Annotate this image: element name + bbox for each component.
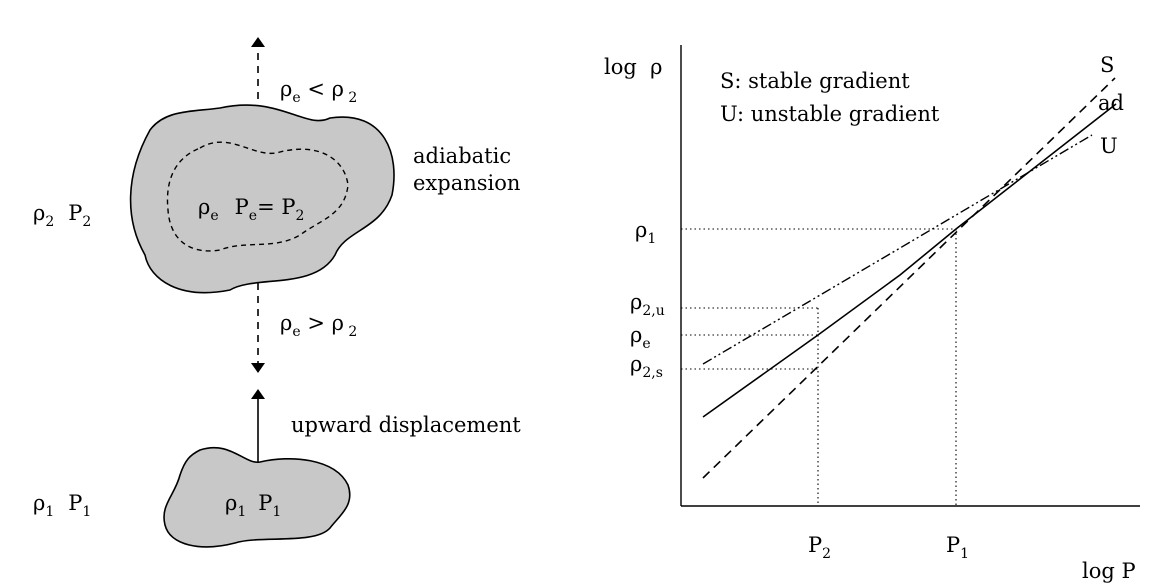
adiabatic-expansion-text: adiabatic [413,144,511,168]
original-parcel-outline [166,141,349,252]
line-label-u: U [1100,134,1118,158]
tick-rho1: ρ1 [635,218,656,247]
y-axis-title: log ρ [604,55,663,79]
line-label-s: S [1100,53,1114,77]
upward-displacement-text: upward displacement [291,413,521,437]
line-adiabatic [702,103,1117,418]
initial-parcel-blob [163,447,351,548]
tick-rhoe: ρe [630,323,651,352]
tick-p1: P1 [946,533,969,562]
gradient-plot: log ρ log P S: stable gradient U: unstab… [604,45,1140,583]
arrow-up-label: ρe < ρ 2 [280,77,357,106]
expanded-parcel-blob [129,104,395,294]
line-stable [702,77,1116,479]
line-unstable [702,134,1093,365]
tick-rho2s: ρ2,s [630,352,663,381]
legend-unstable: U: unstable gradient [720,102,940,126]
adiabatic-expansion-text-2: expansion [413,171,520,195]
arrow-down-label: ρe > ρ 2 [280,311,357,340]
tick-p2: P2 [808,533,831,562]
tick-rho2u: ρ2,u [630,290,665,319]
line-label-ad: ad [1098,91,1124,115]
x-axis-title: log P [1082,559,1136,583]
legend-stable: S: stable gradient [720,69,910,93]
